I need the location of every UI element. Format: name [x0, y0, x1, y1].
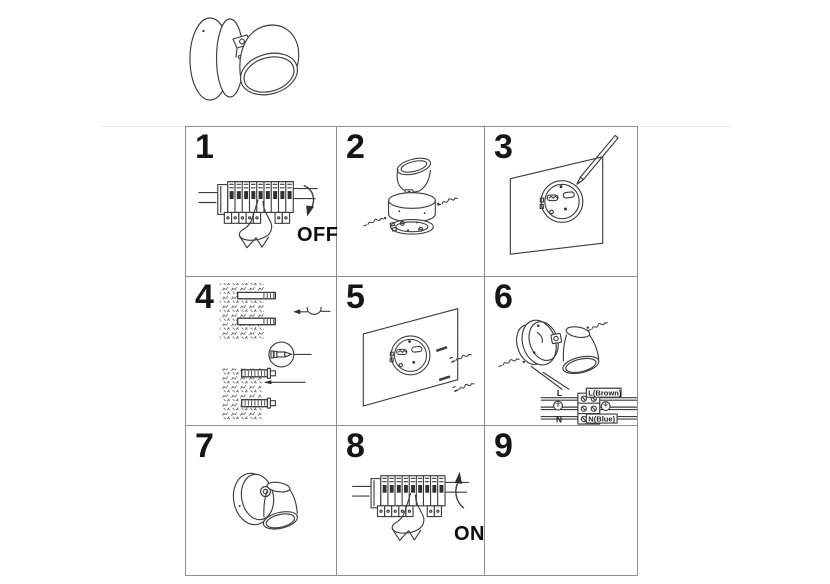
screw-icon	[497, 357, 521, 367]
step-number: 1	[195, 128, 214, 166]
step-number: 3	[494, 128, 513, 166]
step-cell-5: 5	[337, 277, 485, 426]
pencil-icon	[576, 134, 619, 185]
product-illustration	[189, 17, 300, 101]
step-cell-7: 7	[186, 426, 337, 575]
step-number: 6	[494, 278, 513, 316]
off-caption: OFF	[297, 224, 339, 246]
step5-illustration	[362, 308, 476, 407]
live-wire-label: L(Brown)	[588, 388, 622, 397]
step-number: 7	[195, 427, 214, 465]
arrow-left-icon	[263, 380, 306, 385]
neutral-terminal-label: N	[556, 415, 562, 425]
lamp-head-illustration	[396, 157, 432, 193]
step6-illustration: L N L(Brown) N(Blue)	[497, 319, 637, 425]
screw-icon	[453, 382, 476, 393]
step-number: 9	[494, 427, 513, 465]
step-cell-2: 2	[337, 127, 485, 277]
wall-section-texture	[219, 282, 264, 341]
step1-illustration	[198, 181, 318, 249]
screw-hole-dot	[522, 360, 525, 364]
arrow-down-icon	[303, 184, 315, 217]
wiring-leader-lines	[530, 365, 570, 390]
screw-hole-dot	[586, 326, 590, 329]
wiring-diagram: L N L(Brown) N(Blue)	[540, 387, 637, 425]
installed-lamp-illustration	[232, 472, 298, 530]
lamp-on-wall-illustration	[515, 319, 600, 375]
screw-icon	[362, 217, 385, 227]
step3-illustration	[509, 134, 619, 255]
step-number: 5	[346, 278, 365, 316]
screw-icon	[436, 197, 459, 206]
step7-illustration	[232, 472, 298, 530]
breaker-panel-illustration	[352, 475, 469, 541]
step4-illustration	[219, 282, 331, 421]
step8-illustration	[352, 471, 469, 541]
screw-icon	[586, 321, 609, 332]
lamp-body-illustration	[388, 192, 436, 223]
on-caption: ON	[454, 523, 485, 545]
step-cell-9: 9	[485, 426, 637, 575]
mounting-ring-illustration	[389, 218, 434, 235]
neutral-wire-label: N(Blue)	[588, 414, 615, 423]
screw-hole-dot	[384, 216, 387, 220]
arrow-up-icon	[454, 471, 465, 509]
drilled-hole-illustration	[237, 291, 276, 300]
step-cell-8: 8 ON	[337, 426, 485, 575]
wall-anchor-icon	[241, 397, 276, 409]
step2-illustration	[362, 157, 459, 235]
step-number: 4	[195, 278, 214, 316]
drill-bit-icon	[293, 306, 331, 315]
step-cell-1: 1 OFF	[186, 127, 339, 277]
wall-anchor-icon	[241, 367, 276, 379]
live-label-box	[585, 387, 622, 398]
step-number: 2	[346, 128, 365, 166]
drilled-hole-illustration	[237, 317, 276, 326]
instruction-steps-grid: 1 OFF 2	[185, 126, 638, 576]
step-cell-4: 4	[186, 277, 337, 426]
step-number: 8	[346, 427, 365, 465]
neutral-label-box	[585, 413, 618, 424]
wall-spotlight-drawing	[189, 17, 300, 101]
screw-hole-dot	[437, 202, 440, 206]
anchor-detail-circle	[268, 341, 312, 368]
mounting-ring-illustration	[389, 335, 431, 376]
mounting-ring-illustration	[539, 180, 584, 223]
step-cell-3: 3	[485, 127, 637, 277]
live-terminal-label: L	[557, 388, 562, 398]
step-cell-6: 6	[485, 277, 637, 426]
